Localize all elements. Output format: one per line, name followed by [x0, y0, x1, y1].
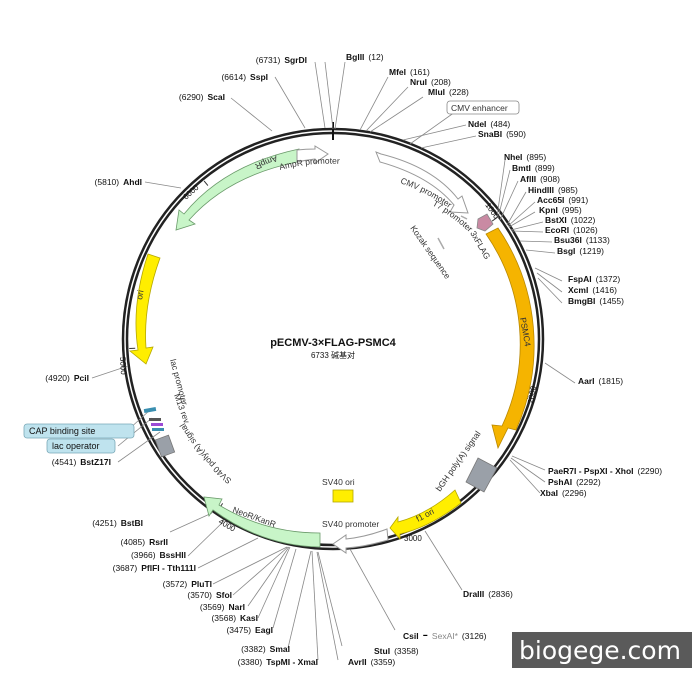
site-aflii: AflII (908) [520, 169, 560, 186]
site-sspi: (6614) SspI [221, 67, 268, 84]
site-snabi: SnaBI (590) [478, 124, 526, 141]
site-ahdi: (5810) AhdI [95, 172, 142, 189]
site-mfei: MfeI (161) [389, 62, 430, 79]
site-rsrii: (4085) RsrII [121, 532, 168, 549]
site-eagi: (3475) EagI [226, 620, 273, 637]
kozak-label: Kozak sequence [408, 223, 452, 280]
site-scai: (6290) ScaI [179, 87, 225, 104]
site-bmti: BmtI (899) [512, 158, 555, 175]
site-acc65i: Acc65I (991) [537, 190, 588, 207]
site-kpni: KpnI (995) [539, 200, 582, 217]
site-pluti: (3572) PluTI [163, 574, 212, 591]
site-avrii: AvrII (3359) [348, 652, 395, 669]
site-labels: BglII (12) MfeI (161) NruI (208) MluI (2… [45, 47, 662, 669]
site-bstz17i: (4541) BstZ17I [52, 452, 111, 469]
site-nari: (3569) NarI [200, 597, 245, 614]
site-aari: AarI (1815) [578, 371, 623, 388]
site-csii: CsiI - SexAI* (3126) [403, 626, 487, 643]
feature-psmc4: PSMC4 [485, 227, 535, 450]
site-bstbi: (4251) BstBI [92, 513, 143, 530]
feature-sv40-ori: SV40 ori [322, 477, 355, 503]
site-pflfi-tth111i: (3687) PflFI - Tth111I [113, 558, 196, 575]
tick-label-2000: 2000 [526, 385, 538, 405]
site-bstxi: BstXI (1022) [545, 210, 595, 227]
cmv-enhancer-label: CMV enhancer [451, 103, 508, 113]
site-draiii: DraIII (2836) [463, 584, 513, 601]
feature-sv40-promoter: SV40 promoter [322, 519, 389, 554]
plasmid-size: 6733 碱基对 [311, 350, 355, 360]
site-paer7i-pspxi-xhoi: PaeR7I - PspXI - XhoI (2290) [548, 461, 662, 478]
site-hindiii: HindIII (985) [528, 180, 578, 197]
site-bsgi: BsgI (1219) [557, 241, 604, 258]
cmv-enhancer-callout: CMV enhancer [446, 100, 520, 115]
site-nrui: NruI (208) [410, 72, 451, 89]
tick-label-5000: 5000 [118, 357, 128, 376]
sv40-ori-label: SV40 ori [322, 477, 355, 487]
feature-cmv-promoter: CMV promoter [375, 151, 469, 214]
site-nhei: NheI (895) [504, 147, 546, 164]
site-bsshii: (3966) BssHII [131, 545, 186, 562]
site-fspai: FspAI (1372) [568, 269, 620, 286]
site-pcii: (4920) PciI [45, 368, 89, 385]
scale-tick [491, 217, 498, 222]
site-bmgbi: BmgBI (1455) [568, 291, 624, 308]
site-smai: (3382) SmaI [241, 639, 290, 656]
site-xbai: XbaI (2296) [540, 483, 587, 500]
ori-label: ori [134, 289, 146, 300]
site-ndei: NdeI (484) [468, 114, 510, 131]
tick-label-3000: 3000 [404, 534, 422, 543]
cap-binding-site-callout: CAP binding site [23, 423, 135, 439]
lac-operator-label: lac operator [52, 441, 100, 451]
cap-binding-label: CAP binding site [29, 426, 95, 436]
lac-operator-callout: lac operator [46, 438, 116, 454]
site-pshai: PshAI (2292) [548, 472, 601, 489]
scale-tick [203, 180, 209, 186]
feature-kozak: Kozak sequence [408, 223, 452, 280]
feature-ori: ori [129, 253, 161, 365]
site-xcmi: XcmI (1416) [568, 280, 617, 297]
watermark: biogege.com [512, 632, 692, 668]
site-sfoi: (3570) SfoI [187, 585, 232, 602]
feature-bgh-polya: bGH poly(A) signal [433, 429, 498, 493]
sv40-promoter-label: SV40 promoter [322, 519, 379, 529]
site-tspmi-xmai: (3380) TspMI - XmaI [238, 652, 318, 669]
leader-lines [91, 61, 576, 661]
site-stui: StuI (3358) [374, 641, 419, 658]
feature-sv40-polya: SV40 poly(A) signal [154, 422, 233, 486]
plasmid-name: pECMV-3×FLAG-PSMC4 [270, 337, 396, 349]
site-ecori: EcoRI (1026) [545, 220, 598, 237]
sv40-polya-label: SV40 poly(A) signal [177, 422, 233, 486]
site-bglii: BglII (12) [346, 47, 384, 64]
watermark-text: biogege.com [519, 636, 681, 665]
site-sgrdi: (6731) SgrDI [256, 50, 307, 67]
site-kasi: (3568) KasI [211, 608, 258, 625]
site-mlui: MluI (228) [428, 82, 469, 99]
site-bsu36i: Bsu36I (1133) [554, 230, 610, 247]
